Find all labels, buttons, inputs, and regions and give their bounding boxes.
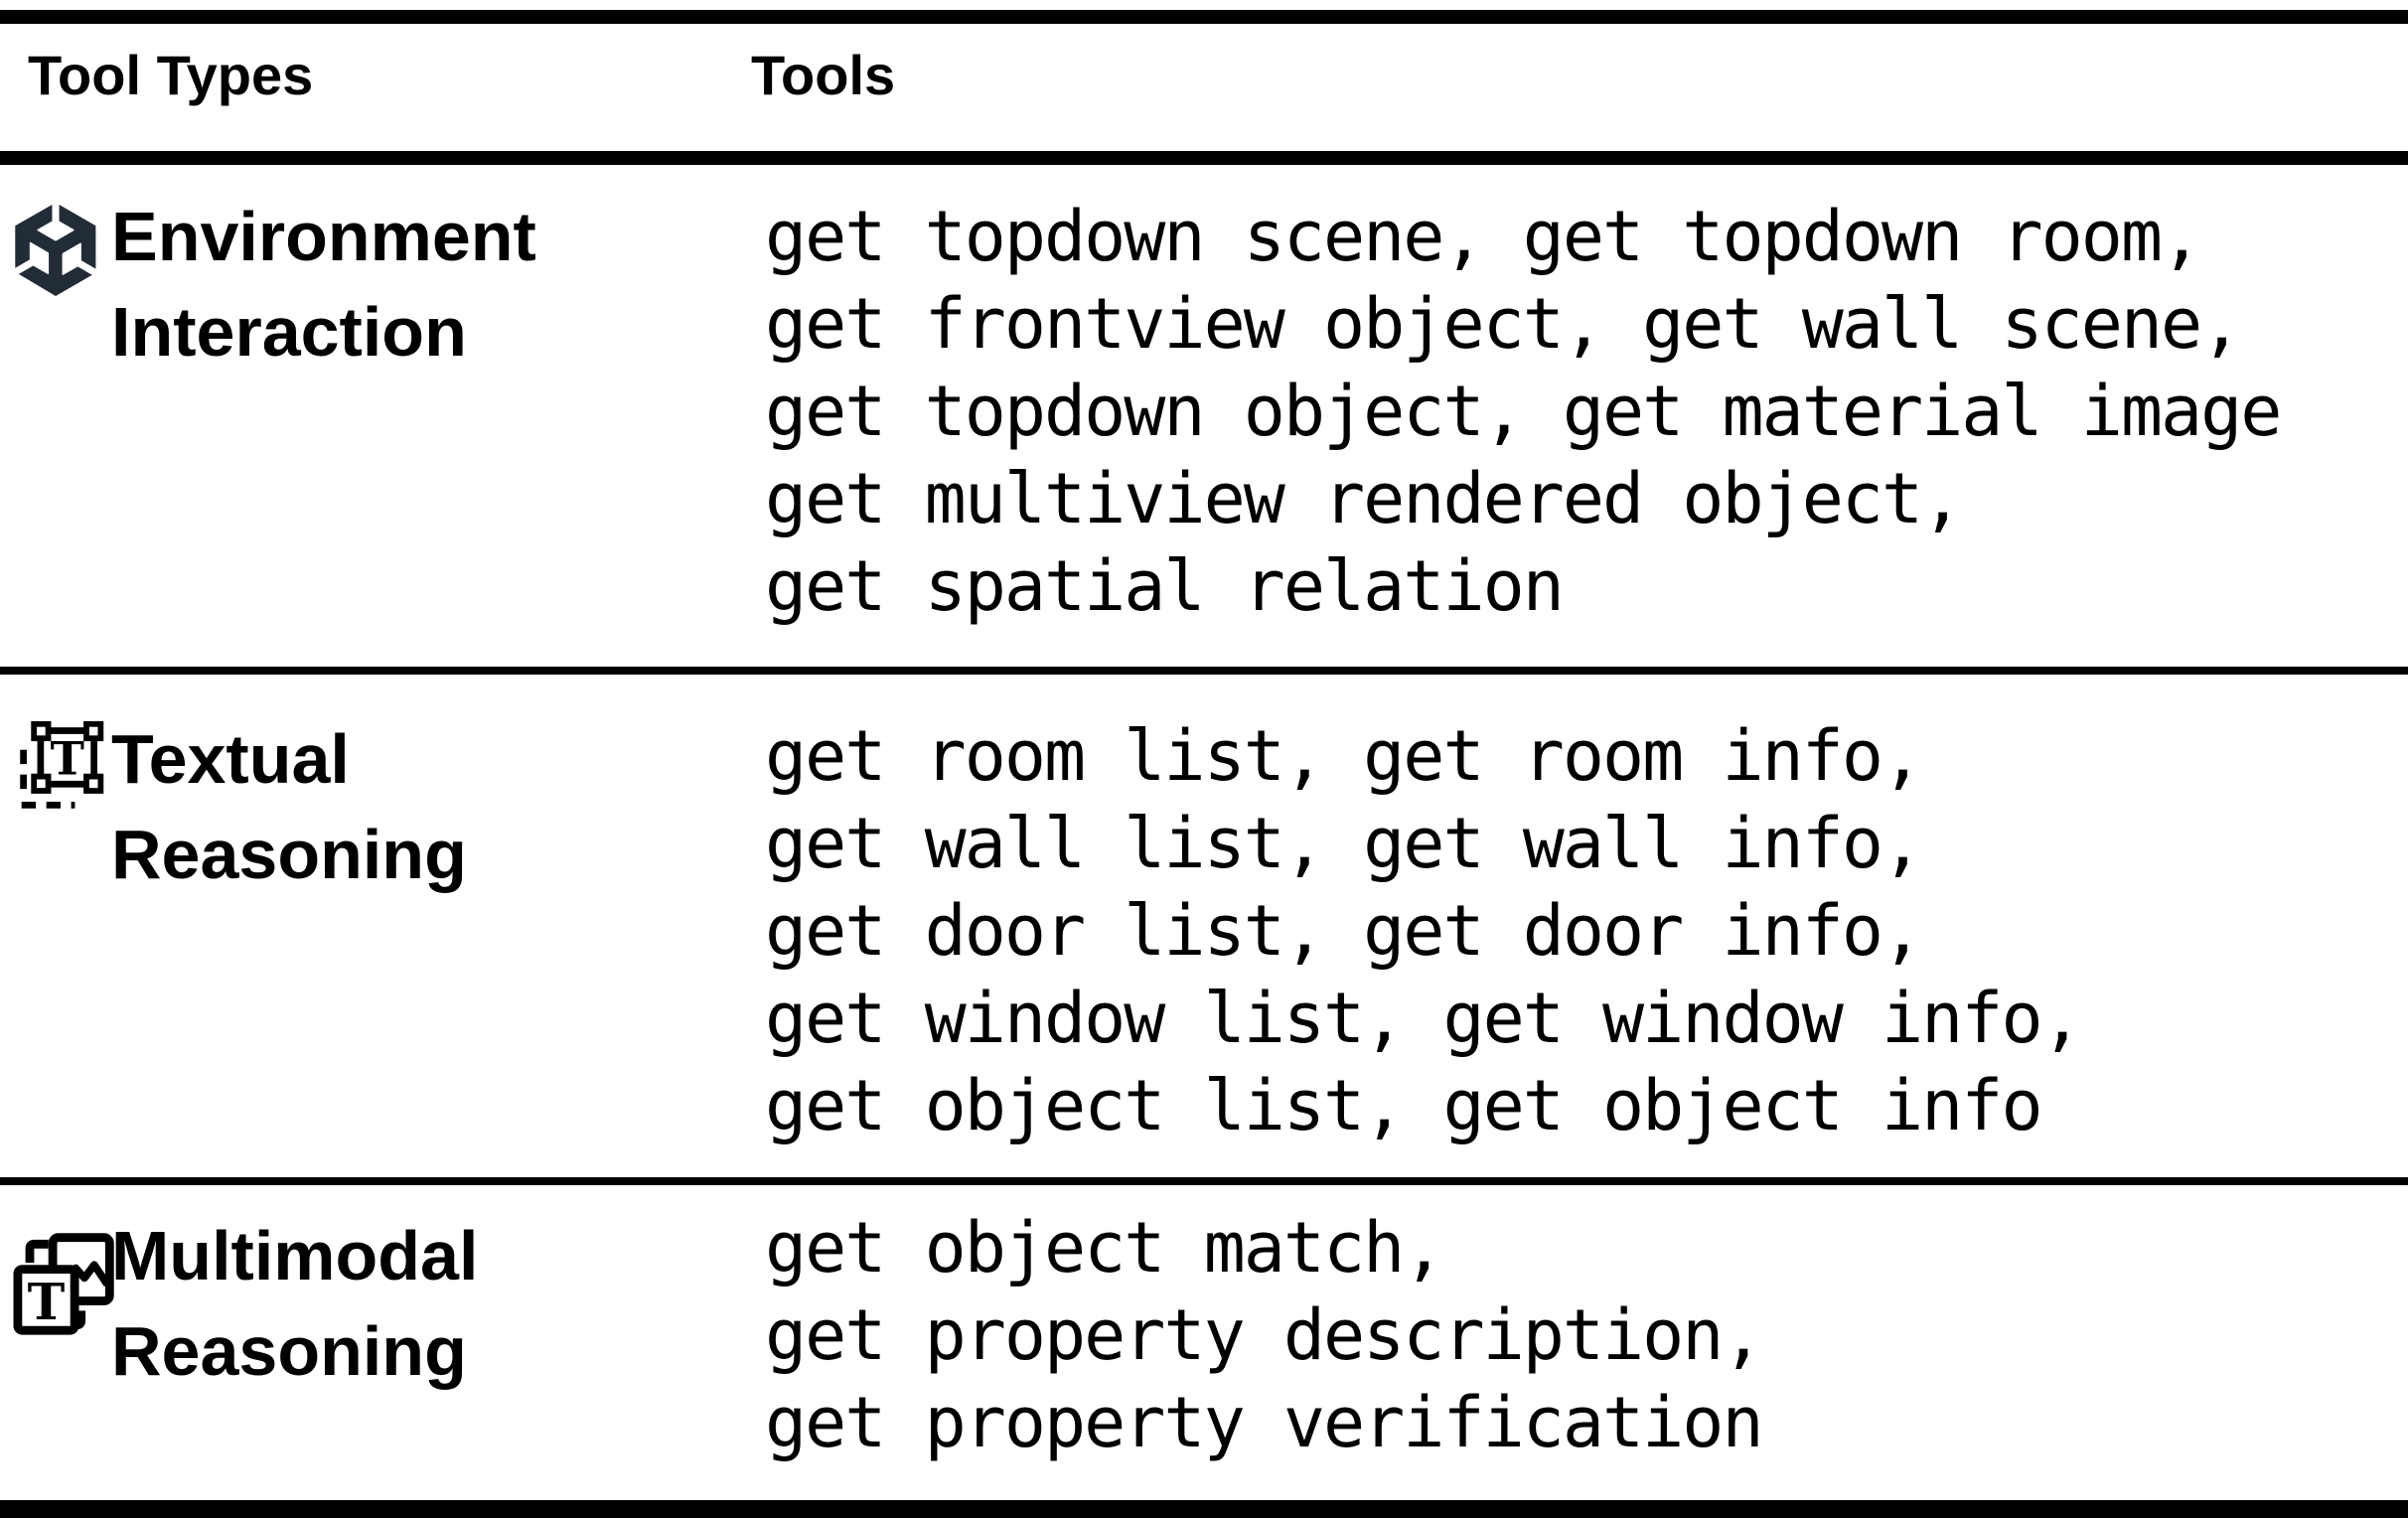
table-row-rule [0, 667, 2408, 675]
tools-list-textual-reasoning: get room list, get room info, get wall l… [765, 715, 2083, 1146]
svg-text:T: T [51, 732, 84, 786]
tools-list-environment-interaction: get topdown scene, get topdown room, get… [765, 196, 2282, 627]
table-header-rule [0, 151, 2408, 165]
text-selection-icon: T [14, 719, 109, 815]
svg-text:T: T [28, 1272, 66, 1331]
table-top-rule [0, 10, 2408, 24]
image-text-icon: T [8, 1230, 117, 1339]
tool-type-textual-reasoning: Textual Reasoning [111, 720, 467, 893]
column-header-tool-types: Tool Types [28, 44, 314, 106]
tool-type-environment-interaction: Environment Interaction [111, 198, 536, 371]
tools-list-multimodal-reasoning: get object match, get property descripti… [765, 1207, 1764, 1463]
column-header-tools: Tools [751, 44, 896, 106]
unity-icon [10, 205, 101, 296]
table-bottom-rule [0, 1500, 2408, 1518]
tool-type-multimodal-reasoning: Multimodal Reasoning [111, 1217, 479, 1390]
table-row-rule [0, 1177, 2408, 1185]
